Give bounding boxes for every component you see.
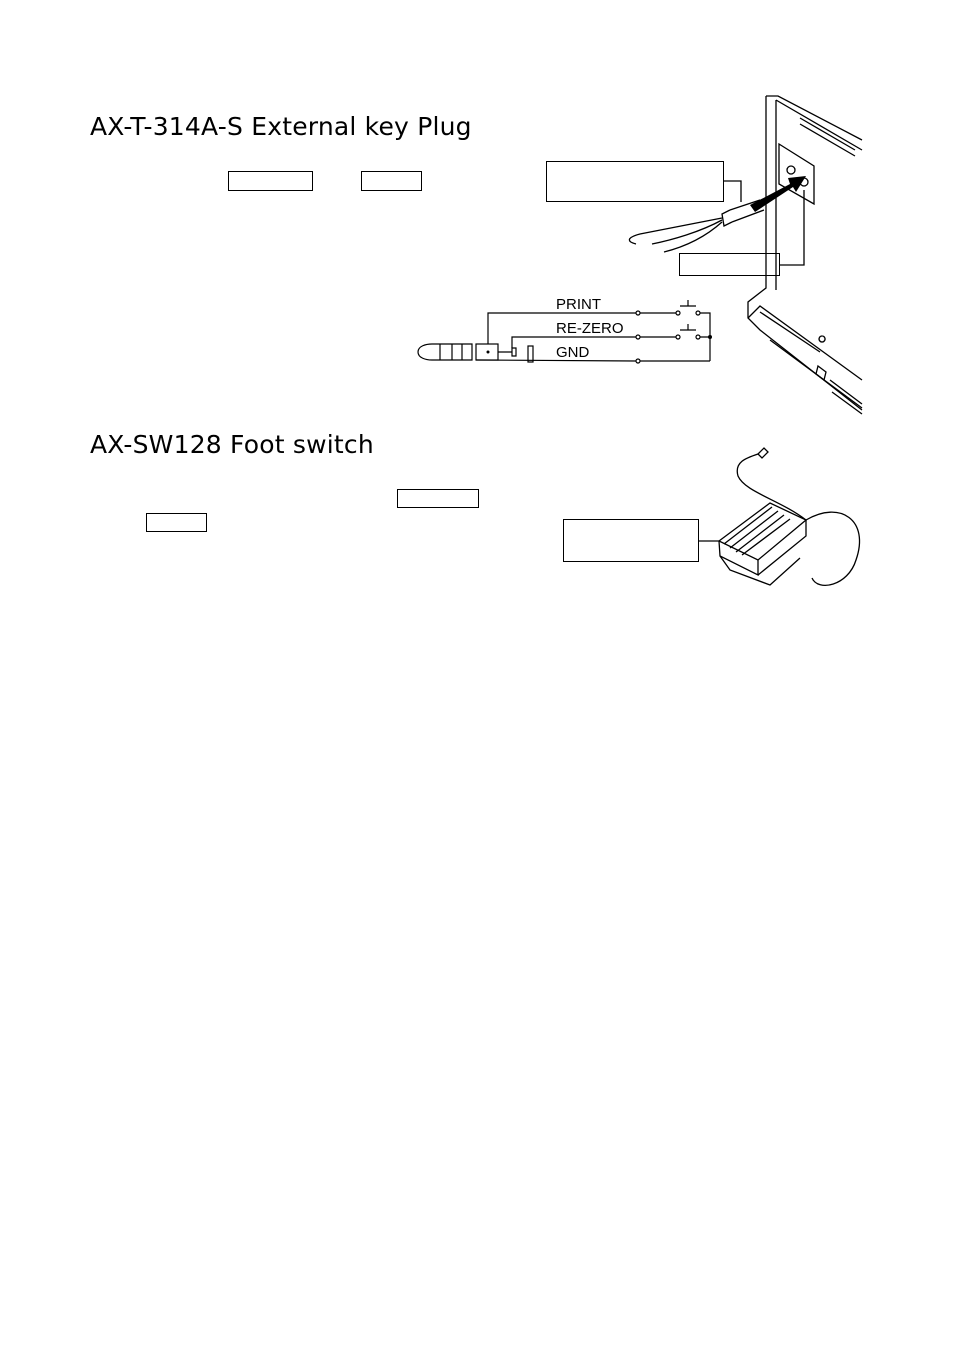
callout-box-foot-switch <box>563 519 699 562</box>
callout-box-plug <box>546 161 724 202</box>
key-name-box <box>228 171 313 191</box>
key-name-box <box>397 489 479 508</box>
wiring-label-print: PRINT <box>556 296 601 313</box>
section-heading-external-key-plug: AX-T-314A-S External key Plug <box>90 112 472 141</box>
wiring-label-gnd: GND <box>556 344 590 361</box>
key-name-box <box>361 171 422 191</box>
key-name-box <box>146 513 207 532</box>
wiring-label-re-zero: RE-ZERO <box>556 320 624 337</box>
callout-box-connector <box>679 253 780 276</box>
section-heading-foot-switch: AX-SW128 Foot switch <box>90 430 374 459</box>
